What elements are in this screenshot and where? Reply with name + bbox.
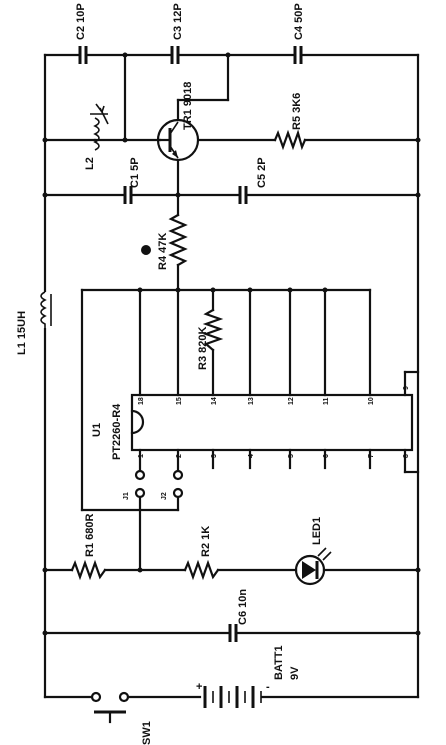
ic-pin-label: 6 [323, 454, 330, 458]
battery-minus: - [266, 681, 270, 693]
inductor-l1: L1 15UH [16, 291, 52, 355]
led1-label: LED1 [311, 517, 323, 545]
r2-label: R2 1K [200, 526, 212, 557]
battery-batt1: + - BATT1 9V [196, 645, 301, 708]
batt1-value: 9V [289, 666, 301, 680]
tr1-label: TR1 9018 [182, 82, 194, 130]
c2-label: C2 10P [75, 3, 87, 40]
capacitor-c4: C4 50P [293, 3, 305, 64]
ic-pin-label: 5 [288, 454, 295, 458]
marker-dot [141, 245, 151, 255]
capacitor-c6: C6 10n [228, 589, 249, 642]
u1-ref: U1 [91, 423, 103, 437]
u1-part: PT2260-R4 [111, 403, 123, 460]
c6-label: C6 10n [237, 589, 249, 625]
j1-label: J1 [123, 492, 130, 500]
jumper-j2: J2 [161, 469, 184, 500]
sw1-label: SW1 [141, 721, 153, 745]
ic-pin-label: 9 [403, 386, 410, 390]
jumper-j1: J1 [123, 469, 146, 500]
capacitor-c3: C3 12P [170, 3, 184, 64]
transistor-tr1: TR1 9018 [156, 82, 200, 162]
ic-top-pin-labels: 18 15 14 13 12 11 10 9 [138, 386, 410, 405]
ic-pin-label: 8 [403, 454, 410, 458]
ic-pin-label: 15 [176, 397, 183, 405]
ic-pin-label: 14 [211, 397, 218, 405]
ic-pin-label: 12 [288, 397, 295, 405]
ic-pin-label: 13 [248, 397, 255, 405]
resistor-r4: R4 47K [141, 213, 188, 270]
ic-pin-label: 1 [138, 454, 145, 458]
ic-u1: U1 PT2260-R4 18 15 14 13 12 11 10 9 1 2 … [91, 386, 414, 460]
l2-label: L2 [84, 157, 96, 170]
c1-label: C1 5P [129, 157, 141, 188]
ic-pin-label: 10 [368, 397, 375, 405]
resistor-r1: R1 680R [70, 514, 107, 581]
led-led1: LED1 [294, 517, 332, 586]
resistor-r2: R2 1K [183, 526, 220, 581]
inductor-l2: L2 [84, 103, 109, 170]
switch-sw1: SW1 [90, 691, 153, 745]
junction-dots [42, 52, 421, 636]
ic-bottom-pin-labels: 1 2 3 4 5 6 7 8 [138, 454, 410, 458]
c3-label: C3 12P [172, 3, 184, 40]
wiring [43, 53, 420, 699]
ic-pin-label: 2 [176, 454, 183, 458]
batt1-ref: BATT1 [273, 645, 285, 680]
resistor-r5: R5 3K6 [273, 93, 307, 151]
ic-pin-label: 18 [138, 397, 145, 405]
c5-label: C5 2P [256, 157, 268, 188]
r4-label: R4 47K [157, 233, 169, 270]
c4-label: C4 50P [293, 3, 305, 40]
capacitor-c1: C1 5P [123, 157, 141, 204]
r1-label: R1 680R [84, 514, 96, 557]
capacitor-c5: C5 2P [238, 157, 268, 204]
resistor-r3: R3 820K [197, 308, 224, 370]
r5-label: R5 3K6 [291, 93, 303, 130]
ic-pin-label: 11 [323, 397, 330, 405]
capacitor-c2: C2 10P [75, 3, 88, 64]
ic-pin-label: 3 [211, 454, 218, 458]
r3-label: R3 820K [197, 327, 209, 370]
l1-label: L1 15UH [16, 311, 28, 355]
battery-plus: + [196, 681, 202, 693]
j2-label: J2 [161, 492, 168, 500]
ic-pin-label: 4 [248, 454, 255, 458]
ic-pin-label: 7 [368, 454, 375, 458]
